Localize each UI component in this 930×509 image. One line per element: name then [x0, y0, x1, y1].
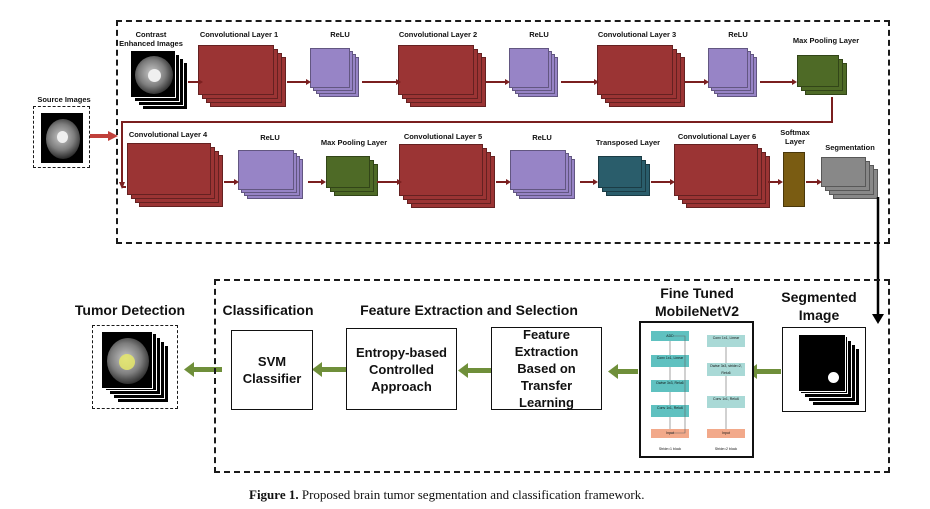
mobilenet-right-block: Dwise 3x3, stride=2, Relu6: [707, 363, 745, 376]
entropy-approach-box: Entropy-based Controlled Approach: [346, 328, 457, 410]
relu4-stack: [238, 150, 303, 199]
conv3-stack: [597, 45, 685, 107]
feature-extraction-selection-title: Feature Extraction and Selection: [360, 302, 578, 318]
maxpool2-stack: [326, 156, 378, 196]
mobilenet-right-column: Conv 1x1, Linear Dwise 3x3, stride=2, Re…: [703, 331, 749, 446]
mobilenet-left-block: Conv 1x1, Relu6: [651, 405, 689, 417]
maxpool1-stack: [797, 55, 847, 95]
classification-title: Classification: [222, 302, 314, 318]
conv3-label: Convolutional Layer 3: [597, 30, 677, 39]
conv2-label: Convolutional Layer 2: [398, 30, 478, 39]
segmented-image-title: Segmented Image: [781, 289, 857, 323]
conv5-stack: [399, 144, 495, 208]
mobilenet-right-block: Conv 1x1, Linear: [707, 335, 745, 347]
relu3-stack: [708, 48, 757, 97]
contrast-enhanced-label: Contrast Enhanced Images: [119, 30, 183, 48]
relu4-label: ReLU: [260, 133, 280, 142]
maxpool1-label: Max Pooling Layer: [792, 36, 860, 45]
cnn-segmentation-container: [116, 20, 890, 244]
mobilenet-left-column: ADD Conv 1x1, Linear Dwise 3x3, Relu6 Co…: [647, 331, 693, 446]
conv6-label: Convolutional Layer 6: [677, 132, 757, 141]
mobilenet-left-block: ADD: [651, 331, 689, 341]
segmentation-label: Segmentation: [825, 143, 875, 152]
mobilenet-left-caption: Stride=1 block: [658, 447, 682, 451]
tumor-detection-title: Tumor Detection: [74, 302, 186, 318]
contrast-enhanced-stack: [130, 50, 188, 110]
mobilenet-right-caption: Stride=2 block: [714, 447, 738, 451]
tumor-detection-box: [92, 325, 178, 409]
conv4-label: Convolutional Layer 4: [128, 130, 208, 139]
relu3-label: ReLU: [728, 30, 748, 39]
relu5-stack: [510, 150, 575, 199]
tumor-detection-stack: [101, 331, 171, 405]
maxpool2-label: Max Pooling Layer: [320, 138, 388, 147]
fine-tuned-mobilenet-title: Fine Tuned MobileNetV2: [654, 285, 739, 319]
mobilenet-left-block: Input: [651, 429, 689, 438]
source-images-box: [33, 106, 90, 168]
conv4-stack: [127, 143, 223, 207]
figure-caption-prefix: Figure 1.: [249, 487, 299, 502]
conv5-label: Convolutional Layer 5: [403, 132, 483, 141]
relu1-label: ReLU: [330, 30, 350, 39]
segmentation-stack: [821, 157, 878, 199]
transfer-learning-box: Feature Extraction Based on Transfer Lea…: [491, 327, 602, 410]
conv6-stack: [674, 144, 770, 208]
mobilenet-right-block: Input: [707, 429, 745, 438]
source-mri-image: [40, 112, 84, 164]
softmax-bar: [783, 152, 805, 207]
classification-container: [214, 279, 890, 473]
relu1-stack: [310, 48, 359, 97]
relu2-stack: [509, 48, 558, 97]
source-images-label: Source Images: [37, 95, 91, 104]
svm-classifier-box: SVM Classifier: [231, 330, 313, 410]
transposed-label: Transposed Layer: [595, 138, 661, 147]
figure-caption: Figure 1. Proposed brain tumor segmentat…: [249, 487, 769, 503]
relu2-label: ReLU: [529, 30, 549, 39]
relu5-label: ReLU: [532, 133, 552, 142]
mobilenet-left-block: Conv 1x1, Linear: [651, 355, 689, 367]
source-arrow: [90, 128, 118, 141]
softmax-label: Softmax Layer: [780, 128, 810, 146]
mobilenet-left-block: Dwise 3x3, Relu6: [651, 380, 689, 392]
transposed-stack: [598, 156, 650, 196]
conv1-label: Convolutional Layer 1: [199, 30, 279, 39]
figure-caption-text: Proposed brain tumor segmentation and cl…: [298, 487, 645, 502]
conv1-stack: [198, 45, 286, 107]
conv2-stack: [398, 45, 486, 107]
mobilenet-right-block: Conv 1x1, Relu6: [707, 396, 745, 408]
segmented-image-stack: [798, 334, 860, 406]
mobilenet-connectors: [669, 335, 727, 434]
mobilenet-diagram: ADD Conv 1x1, Linear Dwise 3x3, Relu6 Co…: [639, 321, 754, 458]
